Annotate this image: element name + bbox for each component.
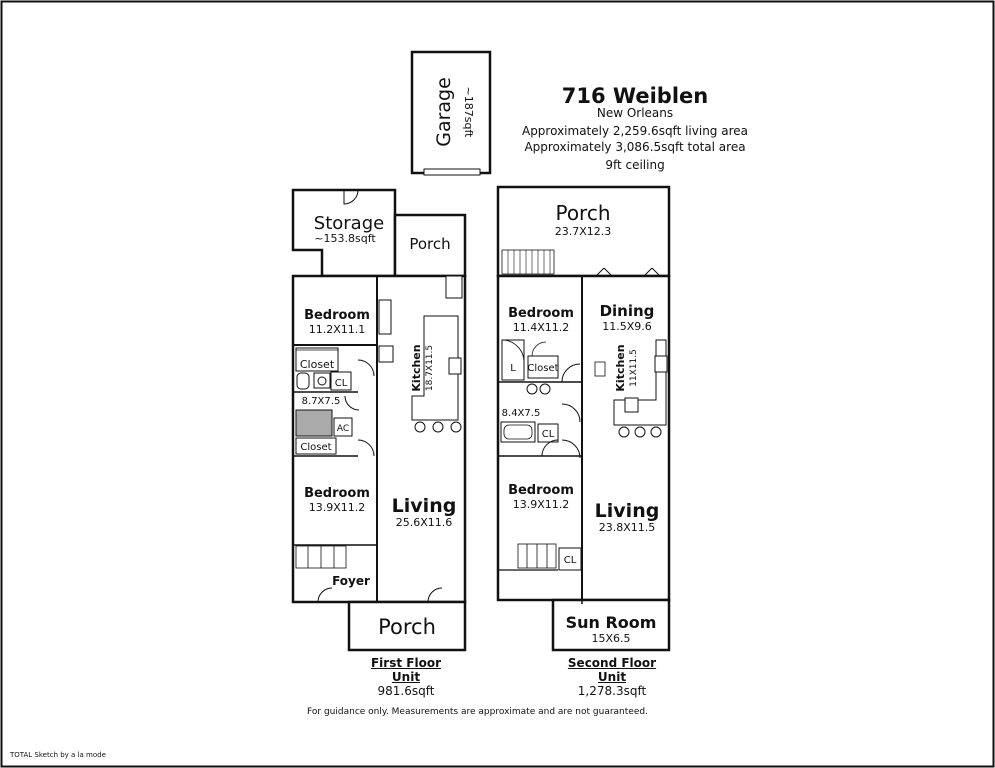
second-living-label: Living [595,500,660,522]
bedroom-2-label: Bedroom [304,486,370,501]
living-area-text: Approximately 2,259.6sqft living area [521,124,748,138]
ac-label: AC [337,424,349,434]
first-floor-area: 981.6sqft [377,684,435,698]
first-living-label: Living [392,495,457,517]
closet-2-label: Closet [300,442,331,453]
closet-1-label: Closet [300,358,335,371]
back-porch-label: Porch [409,235,450,253]
first-kitchen-label: Kitchen [410,344,423,391]
first-living-dims: 25.6X11.6 [396,516,453,529]
bedroom-1-label: Bedroom [304,308,370,323]
second-floor-caption: Second Floor Unit 1,278.3sqft [512,656,712,698]
second-bedroom-2-label: Bedroom [508,483,574,498]
first-bath-dims: 8.7X7.5 [302,396,341,407]
first-floor-caption: First Floor Unit 981.6sqft [306,656,506,698]
first-floor-unit: Unit [391,670,421,684]
second-living-dims: 23.8X11.5 [599,521,656,534]
second-bedroom-1-dims: 11.4X11.2 [513,321,570,334]
foyer-label: Foyer [332,574,370,588]
bedroom-1-dims: 11.2X11.1 [309,323,366,336]
sunroom-dims: 15X6.5 [591,632,630,645]
sunroom-label: Sun Room [566,613,657,632]
storage-label: Storage [314,213,384,234]
dining-dims: 11.5X9.6 [602,320,652,333]
bedroom-2-dims: 13.9X11.2 [309,501,366,514]
second-bedroom-2-dims: 13.9X11.2 [513,498,570,511]
first-floor-title: First Floor [370,656,441,670]
second-porch-dims: 23.7X12.3 [555,225,612,238]
ceiling-text: 9ft ceiling [605,158,665,172]
first-cl-label: CL [335,378,348,389]
garage: Garage ~187sqft [410,50,492,176]
property-city: New Orleans [596,106,674,120]
second-closet-label: Closet [527,363,558,374]
dining-label: Dining [600,302,655,320]
property-title: 716 Weiblen [561,84,709,108]
disclaimer: For guidance only. Measurements are appr… [307,707,648,717]
second-cl-1-label: CL [542,429,555,440]
storage-area: ~153.8sqft [314,232,376,245]
total-area-text: Approximately 3,086.5sqft total area [524,140,746,154]
second-bath-dims: 8.4X7.5 [502,408,541,419]
second-porch-label: Porch [555,201,610,225]
sketch-credit: TOTAL Sketch by a la mode [10,751,106,759]
second-floor-unit: Unit [597,670,627,684]
garage-area: ~187sqft [462,87,475,139]
second-cl-2-label: CL [564,555,577,566]
front-porch-label: Porch [378,615,436,639]
second-bedroom-1-label: Bedroom [508,306,574,321]
l-label: L [510,363,516,374]
second-floor-plan: Porch 23.7X12.3 Bedroom 11.4X11.2 Dining… [496,185,671,652]
second-kitchen-dims: 11X11.5 [629,349,639,387]
second-kitchen-label: Kitchen [614,344,627,391]
first-floor-plan: Storage ~153.8sqft Porch Bedroom 11.2X11… [291,188,467,652]
garage-label: Garage [433,77,455,147]
second-floor-area: 1,278.3sqft [577,684,647,698]
first-kitchen-dims: 18.7X11.5 [425,345,435,391]
second-floor-title: Second Floor [567,656,657,670]
